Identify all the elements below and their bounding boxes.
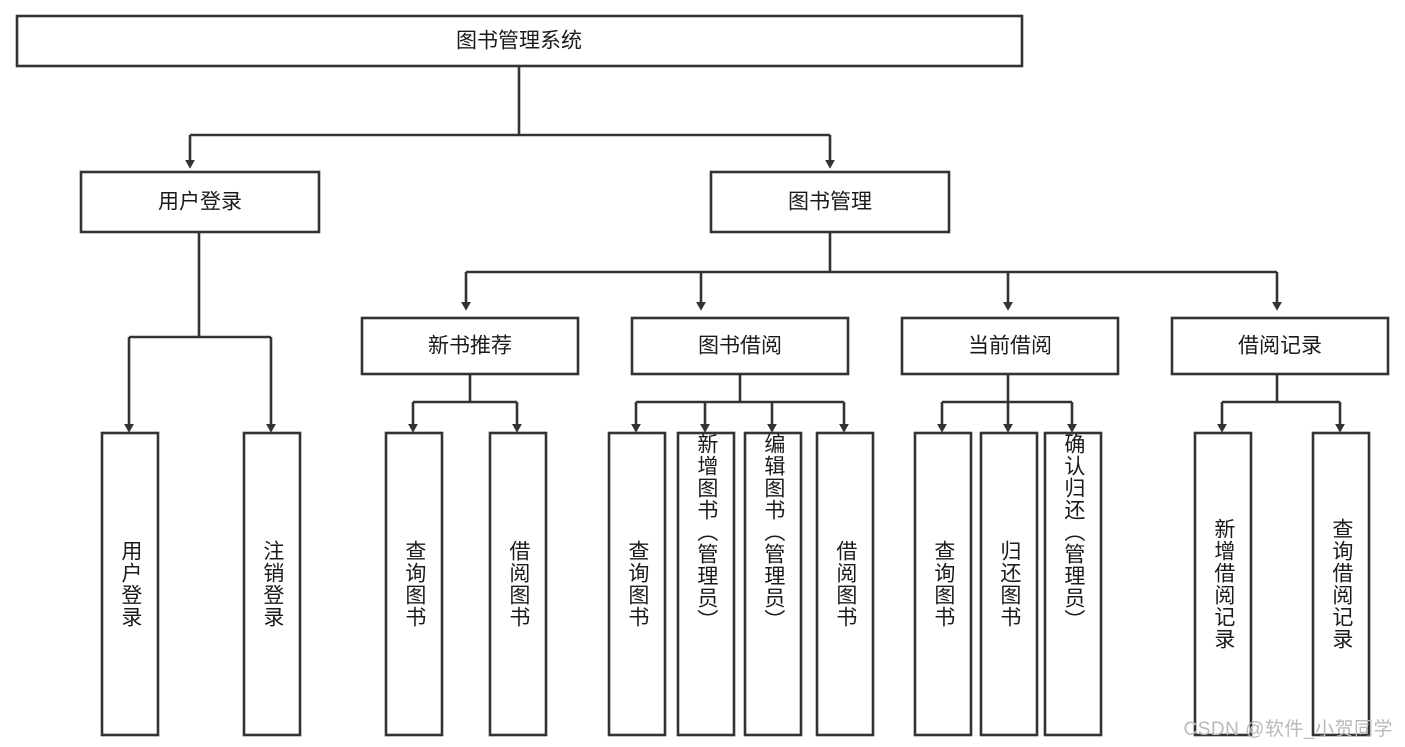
watermark-text: CSDN @软件_小贺同学 xyxy=(1183,719,1393,740)
node-current-borrow[interactable]: 当前借阅 xyxy=(900,316,1120,376)
leaf-box-query-book-current[interactable] xyxy=(913,431,973,737)
node-current-borrow-box[interactable] xyxy=(900,316,1120,376)
node-book-borrow[interactable]: 图书借阅 xyxy=(630,316,850,376)
node-new-book-recommend-label: 新书推荐 xyxy=(428,335,512,358)
leaf-box-confirm-return[interactable] xyxy=(1043,431,1103,737)
leaf-box-user-login[interactable] xyxy=(100,431,160,737)
leaf-box-add-borrow-record[interactable] xyxy=(1193,431,1253,737)
leaf-box-add-book[interactable] xyxy=(676,431,736,737)
leaf-box-logout[interactable] xyxy=(242,431,302,737)
leaf-box-query-book-recommend[interactable] xyxy=(384,431,444,737)
node-book-borrow-box[interactable] xyxy=(630,316,850,376)
node-book-management-label: 图书管理 xyxy=(788,191,872,214)
node-root-box[interactable] xyxy=(15,14,1024,68)
connector-bookmgmt-to-level3 xyxy=(461,232,1282,311)
node-current-borrow-label: 当前借阅 xyxy=(968,335,1052,358)
leaf-box-borrow-book[interactable] xyxy=(815,431,875,737)
leaf-box-query-borrow-record[interactable] xyxy=(1311,431,1371,737)
connector-bookborrow-to-leaves xyxy=(631,374,849,433)
node-root-label: 图书管理系统 xyxy=(456,30,582,53)
connector-newbook-to-leaves xyxy=(408,374,522,433)
node-book-borrow-label: 图书借阅 xyxy=(698,335,782,358)
connector-currentborrow-to-leaves xyxy=(937,374,1077,433)
connector-userlogin-to-leaves xyxy=(124,232,276,433)
leaf-box-edit-book[interactable] xyxy=(743,431,803,737)
leaf-box-query-book-borrow[interactable] xyxy=(607,431,667,737)
node-root[interactable]: 图书管理系统 xyxy=(15,14,1024,68)
connector-borrowrecord-to-leaves xyxy=(1217,374,1345,433)
node-borrow-record-label: 借阅记录 xyxy=(1238,335,1322,358)
leaf-box-return-book[interactable] xyxy=(979,431,1039,737)
node-user-login-label: 用户登录 xyxy=(158,191,242,214)
leaf-boxes xyxy=(100,431,1371,737)
node-user-login-box[interactable] xyxy=(79,170,321,234)
connector-root-to-level2 xyxy=(185,66,835,169)
node-book-management[interactable]: 图书管理 xyxy=(709,170,951,234)
node-book-management-box[interactable] xyxy=(709,170,951,234)
node-borrow-record-box[interactable] xyxy=(1170,316,1390,376)
leaf-box-borrow-book-recommend[interactable] xyxy=(488,431,548,737)
node-new-book-recommend-box[interactable] xyxy=(360,316,580,376)
node-user-login[interactable]: 用户登录 xyxy=(79,170,321,234)
node-borrow-record[interactable]: 借阅记录 xyxy=(1170,316,1390,376)
node-new-book-recommend[interactable]: 新书推荐 xyxy=(360,316,580,376)
